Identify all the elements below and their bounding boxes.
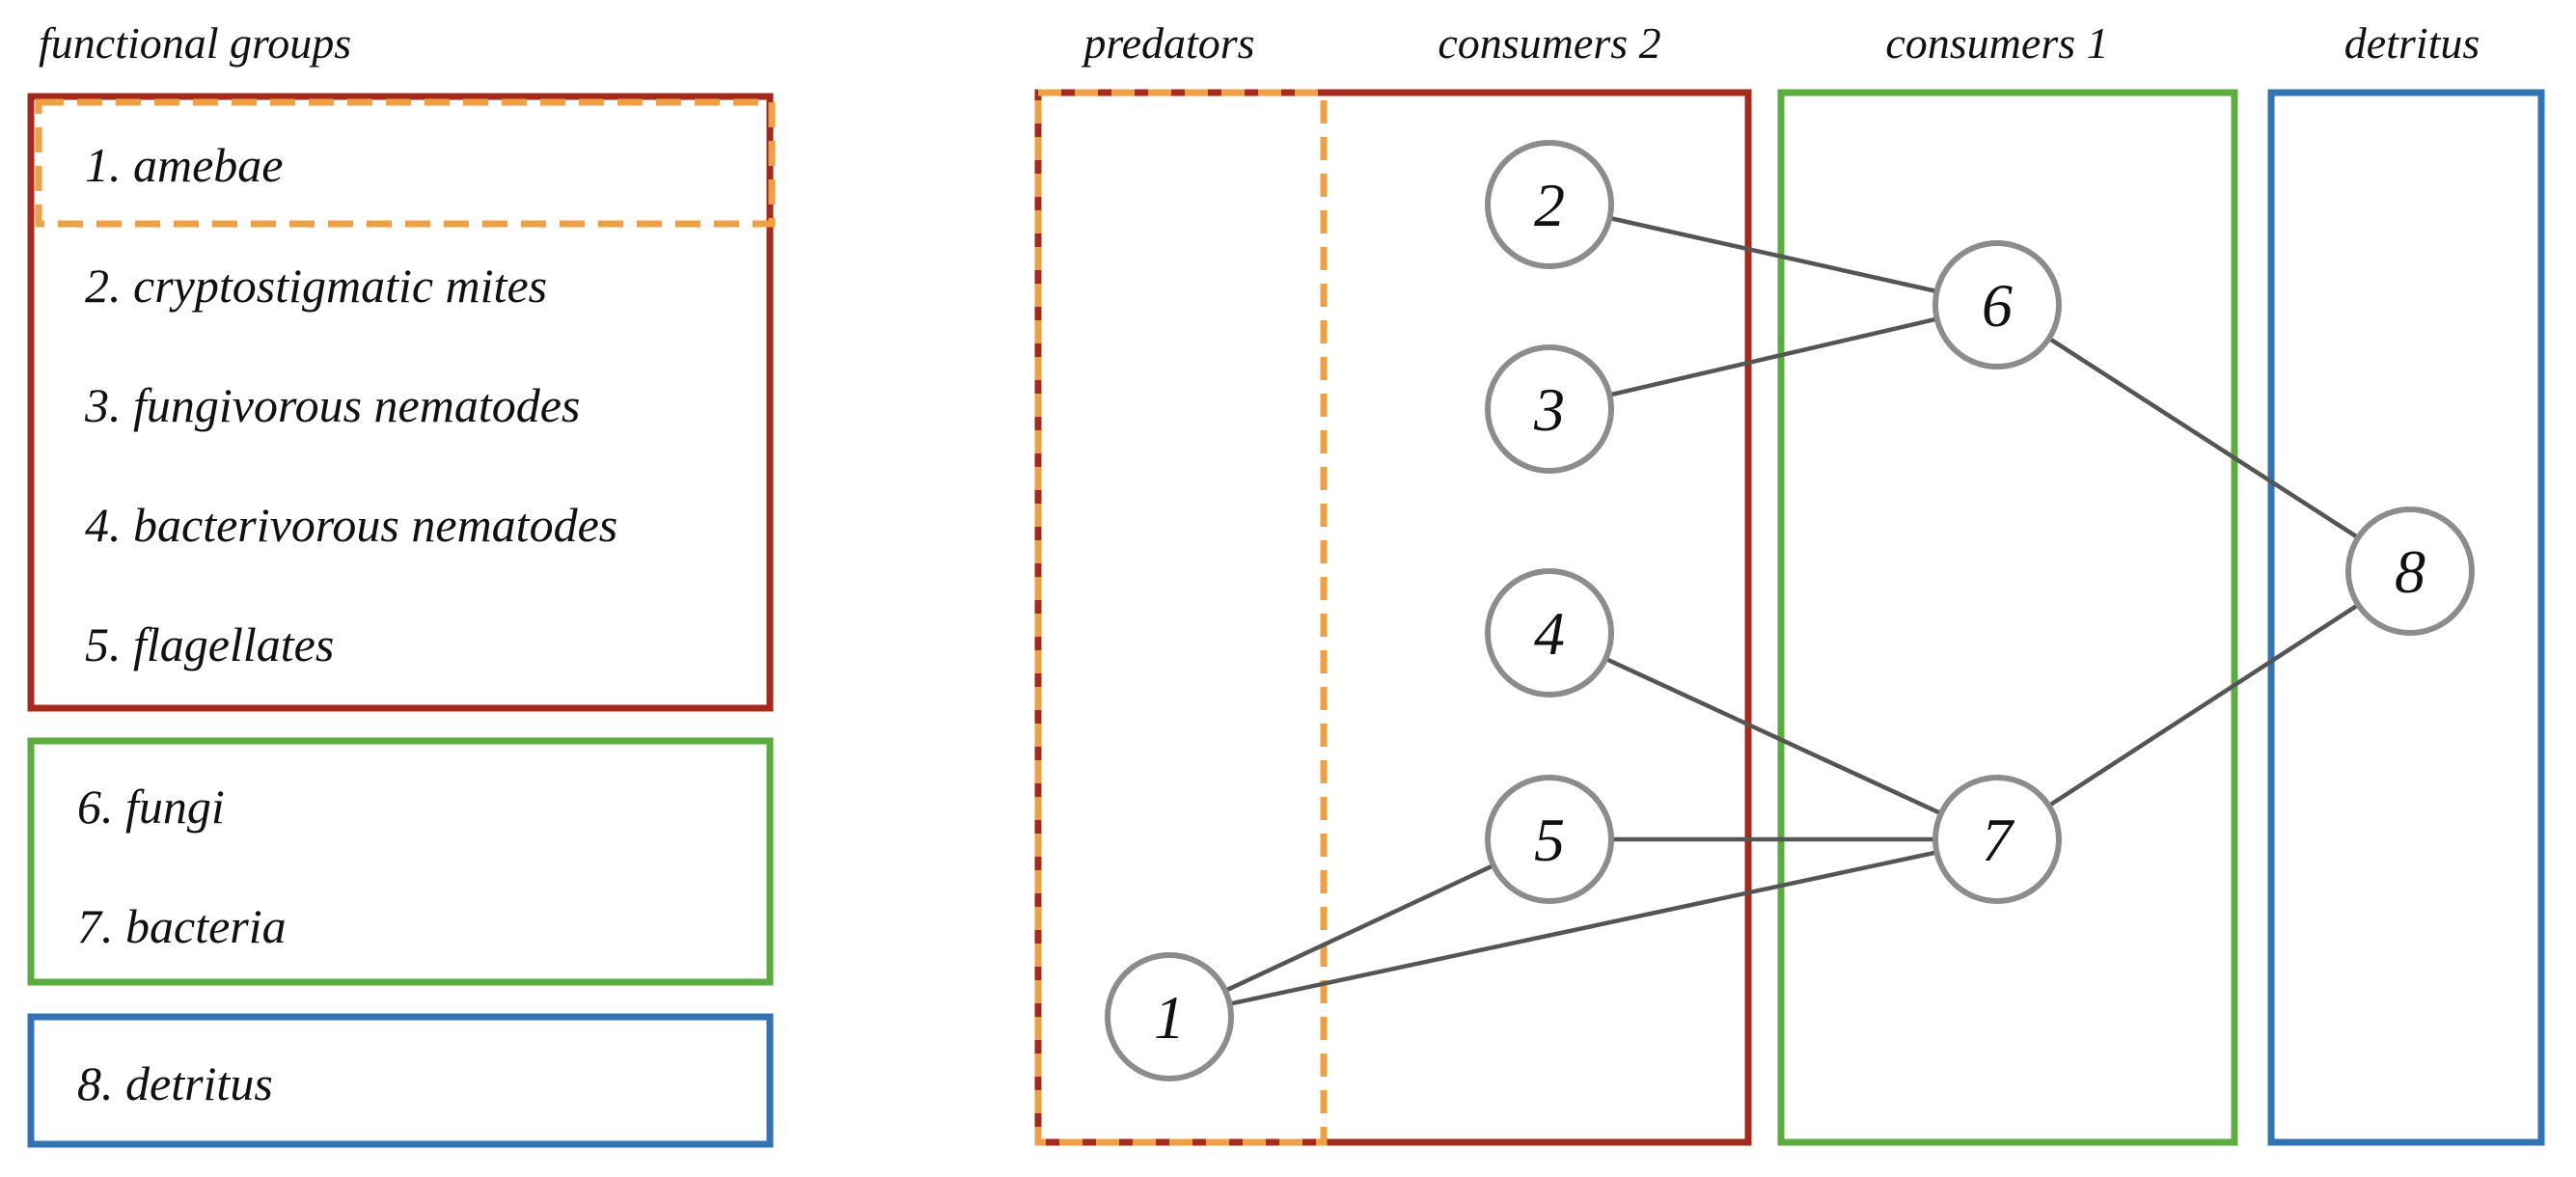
legend-consumers-box [27,93,774,712]
node-label-1: 1 [1154,983,1185,1052]
column-header-detritus: detritus [2344,18,2480,68]
functional-groups-legend: functional groups 1. amebae 2. cryptosti… [27,18,776,1148]
node-label-4: 4 [1534,599,1565,668]
legend-item-bacterivorous-nematodes: 4. bacterivorous nematodes [85,498,617,552]
node-label-6: 6 [1982,271,2013,340]
edges-layer [1224,215,2360,1006]
node-8: 8 [2345,506,2475,636]
column-header-predators: predators [1081,18,1254,68]
legend-item-amebae: 1. amebae [85,138,284,192]
edge-7-8 [2047,602,2360,808]
node-3: 3 [1485,344,1614,474]
node-2: 2 [1485,140,1614,269]
edge-2-6 [1608,215,1938,294]
legend-item-mites: 2. cryptostigmatic mites [85,259,547,313]
node-label-5: 5 [1534,806,1565,874]
node-5: 5 [1485,775,1614,904]
legend-item-detritus: 8. detritus [77,1056,273,1110]
node-label-8: 8 [2395,537,2425,606]
edge-3-6 [1608,316,1938,397]
edge-6-8 [2047,336,2360,540]
node-label-3: 3 [1533,375,1565,444]
food-web: predators consumers 2 consumers 1 detrit… [1034,18,2545,1146]
legend-item-flagellates: 5. flagellates [85,617,334,671]
node-6: 6 [1932,240,2062,370]
node-label-2: 2 [1534,171,1565,239]
column-header-consumers-2: consumers 2 [1438,18,1660,68]
node-1: 1 [1105,952,1234,1081]
predators-column-box [1034,89,1328,1146]
column-header-consumers-1: consumers 1 [1885,18,2108,68]
legend-item-fungivorous-nematodes: 3. fungivorous nematodes [84,378,580,432]
legend-item-bacteria: 7. bacteria [77,899,287,953]
legend-item-fungi: 6. fungi [77,780,225,834]
edge-4-7 [1604,656,1942,816]
legend-detritus-box [27,1013,774,1148]
node-label-7: 7 [1982,806,2015,874]
legend-amebae-box [35,98,776,228]
detritus-column-box [2267,89,2545,1146]
node-7: 7 [1932,775,2062,904]
legend-microbes-box [27,737,774,986]
node-4: 4 [1485,568,1614,698]
legend-title: functional groups [39,18,351,68]
edge-1-7 [1229,850,1937,1006]
consumers-1-column-box [1777,89,2238,1146]
edge-1-5 [1224,863,1494,993]
